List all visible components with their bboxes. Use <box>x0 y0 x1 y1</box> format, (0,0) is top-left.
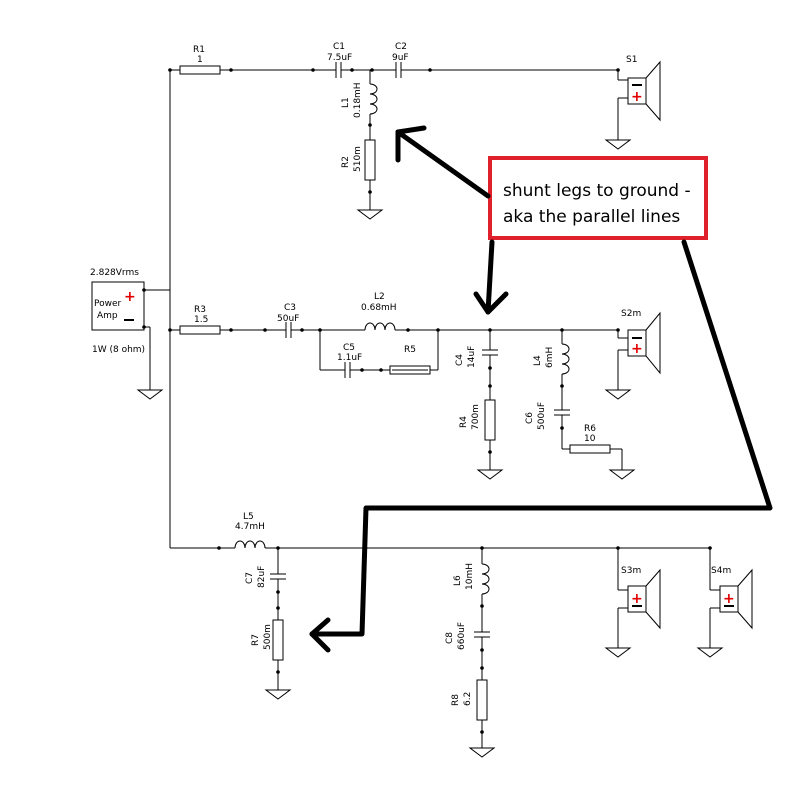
resistor-r8 <box>476 679 488 721</box>
c3-value: 50uF <box>277 314 299 324</box>
callout-line2: aka the parallel lines <box>503 207 680 227</box>
resistor-r6 <box>569 444 611 454</box>
ground-symbol <box>696 647 724 658</box>
inductor-l4 <box>561 343 570 375</box>
resistor-r3 <box>179 325 221 335</box>
ground-symbol <box>356 209 384 220</box>
ground-symbol <box>604 139 632 150</box>
resistor-r4 <box>484 399 496 441</box>
l6-value: 10mH <box>465 563 475 590</box>
ground-symbol <box>136 389 164 400</box>
c7-ref: C7 <box>245 572 255 584</box>
ground-symbol <box>608 469 636 480</box>
annotation-callout: shunt legs to ground - aka the parallel … <box>488 156 708 240</box>
speaker-s3m: + S3m <box>604 548 661 658</box>
s1-plus: + <box>631 89 643 105</box>
arrow-to-mid-shunt <box>485 239 495 315</box>
speaker-s1: + S1 <box>604 55 661 150</box>
source-name-line2: Amp <box>97 311 118 321</box>
c1-value: 7.5uF <box>327 53 352 63</box>
s2m-plus: + <box>631 341 643 357</box>
c6-ref: C6 <box>525 412 535 424</box>
ground-symbol <box>264 689 292 700</box>
ground-symbol <box>604 647 632 658</box>
source-plus-sign: + <box>124 289 136 305</box>
callout-line1: shunt legs to ground - <box>503 181 691 201</box>
r8-value: 6.2 <box>463 692 473 706</box>
l6-ref: L6 <box>453 575 463 586</box>
c8-ref: C8 <box>445 632 455 644</box>
midrange-branch: R3 1.5 C3 50uF L2 0.68mH C5 1.1uF R5 <box>168 292 661 480</box>
r4-ref: R4 <box>459 416 469 428</box>
r1-value: 1 <box>197 55 203 65</box>
r1-ref: R1 <box>193 45 205 55</box>
speaker-s2m: + S2m <box>604 309 661 400</box>
power-amp-box <box>91 281 145 331</box>
r2-ref: R2 <box>341 156 351 168</box>
resistor-r7 <box>272 619 284 661</box>
r2-value: 510m <box>353 146 363 172</box>
inductor-l2 <box>364 322 396 331</box>
annotation-arrows <box>309 125 773 653</box>
arrow-to-tweeter-shunt <box>395 129 491 199</box>
callout-box <box>488 156 708 240</box>
c4-value: 14uF <box>467 346 477 368</box>
arrow-to-woofer-shunt <box>309 239 773 637</box>
arrow-head <box>395 125 427 163</box>
r6-ref: R6 <box>584 424 596 434</box>
source-voltage-label: 2.828Vrms <box>90 268 139 278</box>
c2-ref: C2 <box>395 42 407 52</box>
woofer-branch: L5 4.7mH C7 82uF R7 500m L6 10mH C8 660u… <box>170 512 753 758</box>
r7-ref: R7 <box>251 634 261 646</box>
c8-value: 660uF <box>457 622 467 650</box>
l1-ref: L1 <box>341 97 351 108</box>
l2-value: 0.68mH <box>361 303 397 313</box>
c6-value: 500uF <box>537 402 547 430</box>
tweeter-branch: R1 1 C1 7.5uF C2 9uF L1 0.18mH R2 510m <box>168 42 661 220</box>
c5-ref: C5 <box>343 343 355 353</box>
r7-value: 500m <box>263 624 273 650</box>
source-power-label: 1W (8 ohm) <box>92 345 145 355</box>
l5-value: 4.7mH <box>235 522 265 532</box>
ground-symbol <box>604 389 632 400</box>
arrow-head <box>473 291 509 315</box>
s4m-ref: S4m <box>711 566 731 576</box>
r4-value: 700m <box>471 404 481 430</box>
speaker-s4m: + S4m <box>696 548 753 658</box>
s3m-plus: + <box>631 591 643 607</box>
inductor-l1 <box>369 83 378 115</box>
ground-symbol <box>468 747 496 758</box>
r3-ref: R3 <box>194 305 206 315</box>
c2-value: 9uF <box>392 53 409 63</box>
r3-value: 1.5 <box>194 315 208 325</box>
resistor-r1 <box>179 65 221 75</box>
source-minus-sign <box>124 319 134 321</box>
c7-value: 82uF <box>257 566 267 588</box>
l4-value: 6mH <box>545 347 555 368</box>
c4-ref: C4 <box>455 354 465 366</box>
r8-ref: R8 <box>451 694 461 706</box>
resistor-r2 <box>364 139 376 181</box>
r6-value: 10 <box>584 434 596 444</box>
s3m-ref: S3m <box>621 566 641 576</box>
c5-value: 1.1uF <box>337 353 362 363</box>
arrow-head <box>309 617 331 653</box>
l2-ref: L2 <box>374 292 385 302</box>
inductor-l6 <box>481 563 490 595</box>
l5-ref: L5 <box>243 512 254 522</box>
s1-ref: S1 <box>626 55 637 65</box>
c1-ref: C1 <box>333 42 345 52</box>
c3-ref: C3 <box>284 303 296 313</box>
l1-value: 0.18mH <box>353 82 363 118</box>
r5-ref: R5 <box>404 345 416 355</box>
source-name-line1: Power <box>94 299 122 309</box>
ground-symbol <box>476 469 504 480</box>
power-amp-source: 2.828Vrms Power Amp + 1W (8 ohm) <box>90 268 170 400</box>
s2m-ref: S2m <box>621 309 641 319</box>
l4-ref: L4 <box>533 355 543 366</box>
inductor-l5 <box>234 540 266 549</box>
s4m-plus: + <box>723 591 735 607</box>
